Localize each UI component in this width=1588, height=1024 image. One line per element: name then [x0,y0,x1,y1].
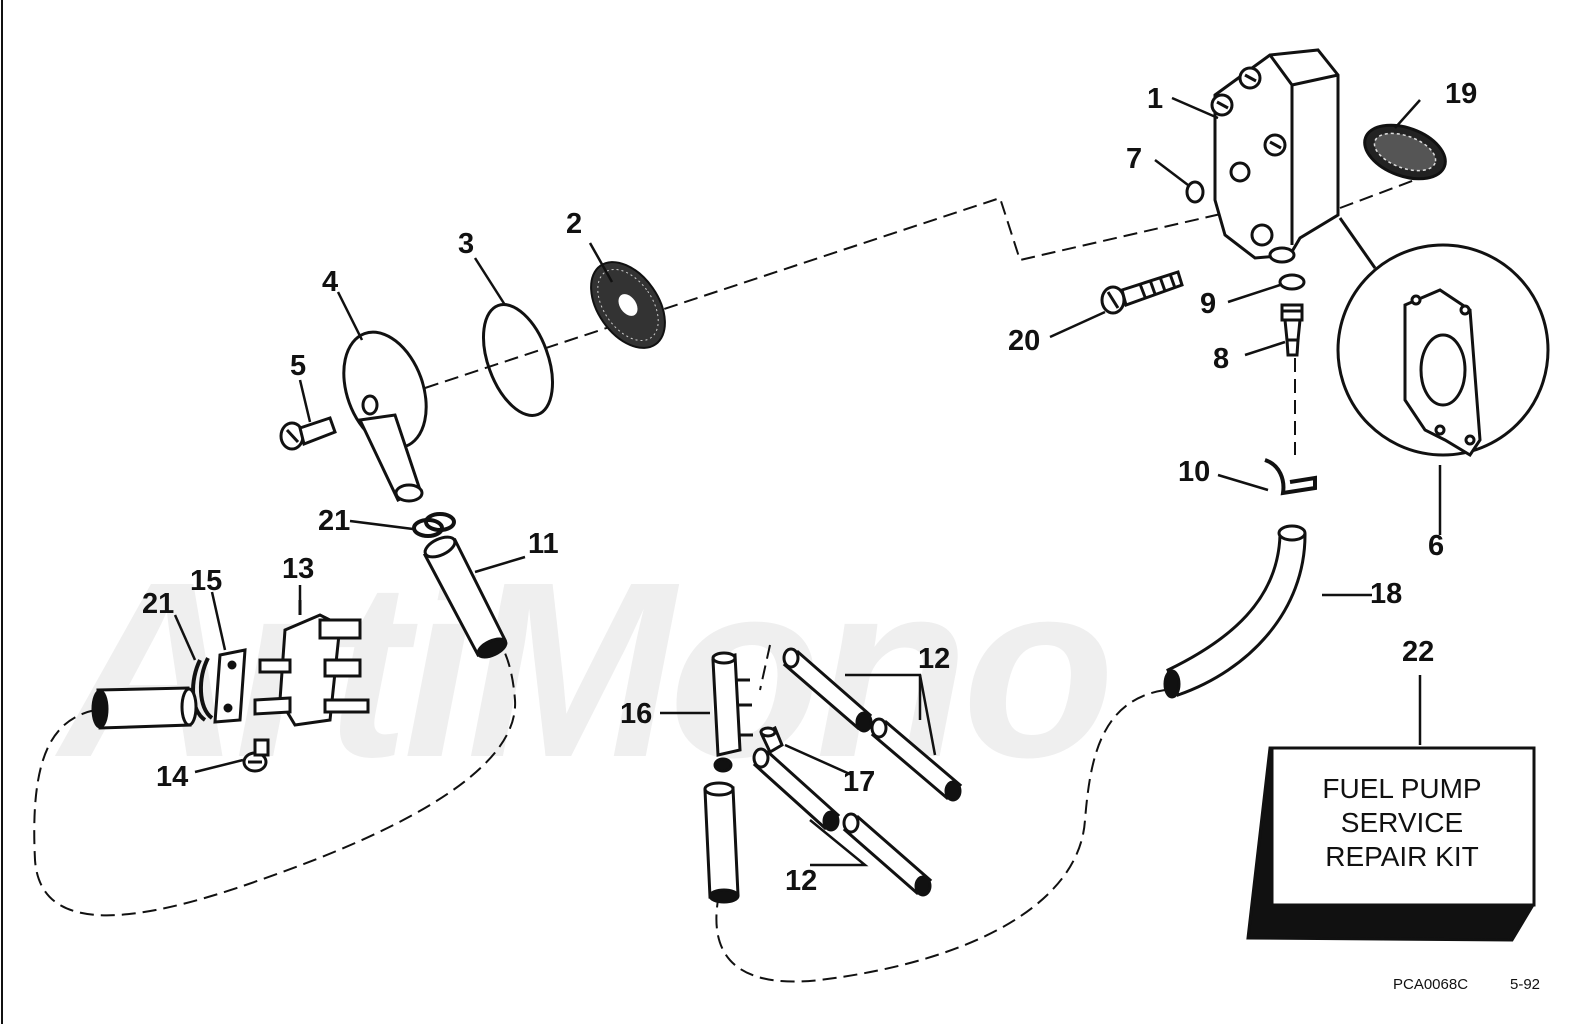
repair-kit-box [1246,746,1536,942]
callout-8: 8 [1213,343,1230,375]
fuel-connector [253,600,370,727]
filter-disc [590,261,666,349]
retainer-plate [213,648,247,724]
callout-1: 1 [1147,83,1164,115]
vent-cap [759,725,784,755]
callout-4: 4 [322,266,339,298]
figure-code: PCA0068C [1393,976,1469,993]
kit-box-label: FUEL PUMP SERVICE REPAIR KIT [1276,772,1528,874]
callout-12-upper: 12 [918,643,951,675]
filter-screen [1363,123,1447,181]
fuel-fitting [1280,303,1304,357]
callout-16: 16 [620,698,653,730]
callout-10: 10 [1178,456,1211,488]
leader-lines [173,96,1442,867]
gasket-ring-large [482,303,554,417]
callout-22: 22 [1402,636,1435,668]
gasket-detail [1336,217,1550,458]
pump-cover [342,330,428,503]
callout-13: 13 [282,553,315,585]
kit-label-line-1: FUEL PUMP [1322,773,1482,804]
callout-11: 11 [528,528,559,560]
pump-screw [1100,270,1184,315]
callout-2: 2 [566,208,583,240]
fuel-hose-left [91,686,198,730]
callout-15: 15 [190,565,223,597]
callout-12-lower: 12 [785,865,818,897]
fuel-hose-curved [1163,524,1307,699]
fuel-hoses-12 [752,647,963,897]
callout-9: 9 [1200,288,1217,320]
callout-17: 17 [843,766,876,798]
callout-5: 5 [290,350,307,382]
fuel-hose-vertical [703,781,740,904]
kit-label-line-2: SERVICE [1340,807,1464,838]
assembly-axis-line [33,177,1421,983]
callout-20: 20 [1008,325,1041,357]
callout-21-lower: 21 [142,588,175,620]
o-ring [1278,273,1306,291]
fuel-hose-short [422,535,508,659]
callout-3: 3 [458,228,475,260]
o-ring-small [1185,180,1205,204]
callout-19: 19 [1445,78,1478,110]
callout-18: 18 [1370,578,1403,610]
kit-label-line-3: REPAIR KIT [1325,841,1479,872]
spring-clip-upper [412,512,456,538]
callout-21-upper: 21 [318,505,351,537]
t-connector [711,651,753,773]
fuel-pump-body [1210,48,1340,264]
figure-date: 5-92 [1510,976,1541,993]
callout-6: 6 [1428,530,1445,562]
hose-clip [1264,458,1317,496]
connector-screw [242,738,270,773]
cover-screw [279,416,337,451]
callout-14: 14 [156,761,189,793]
callout-7: 7 [1126,143,1143,175]
